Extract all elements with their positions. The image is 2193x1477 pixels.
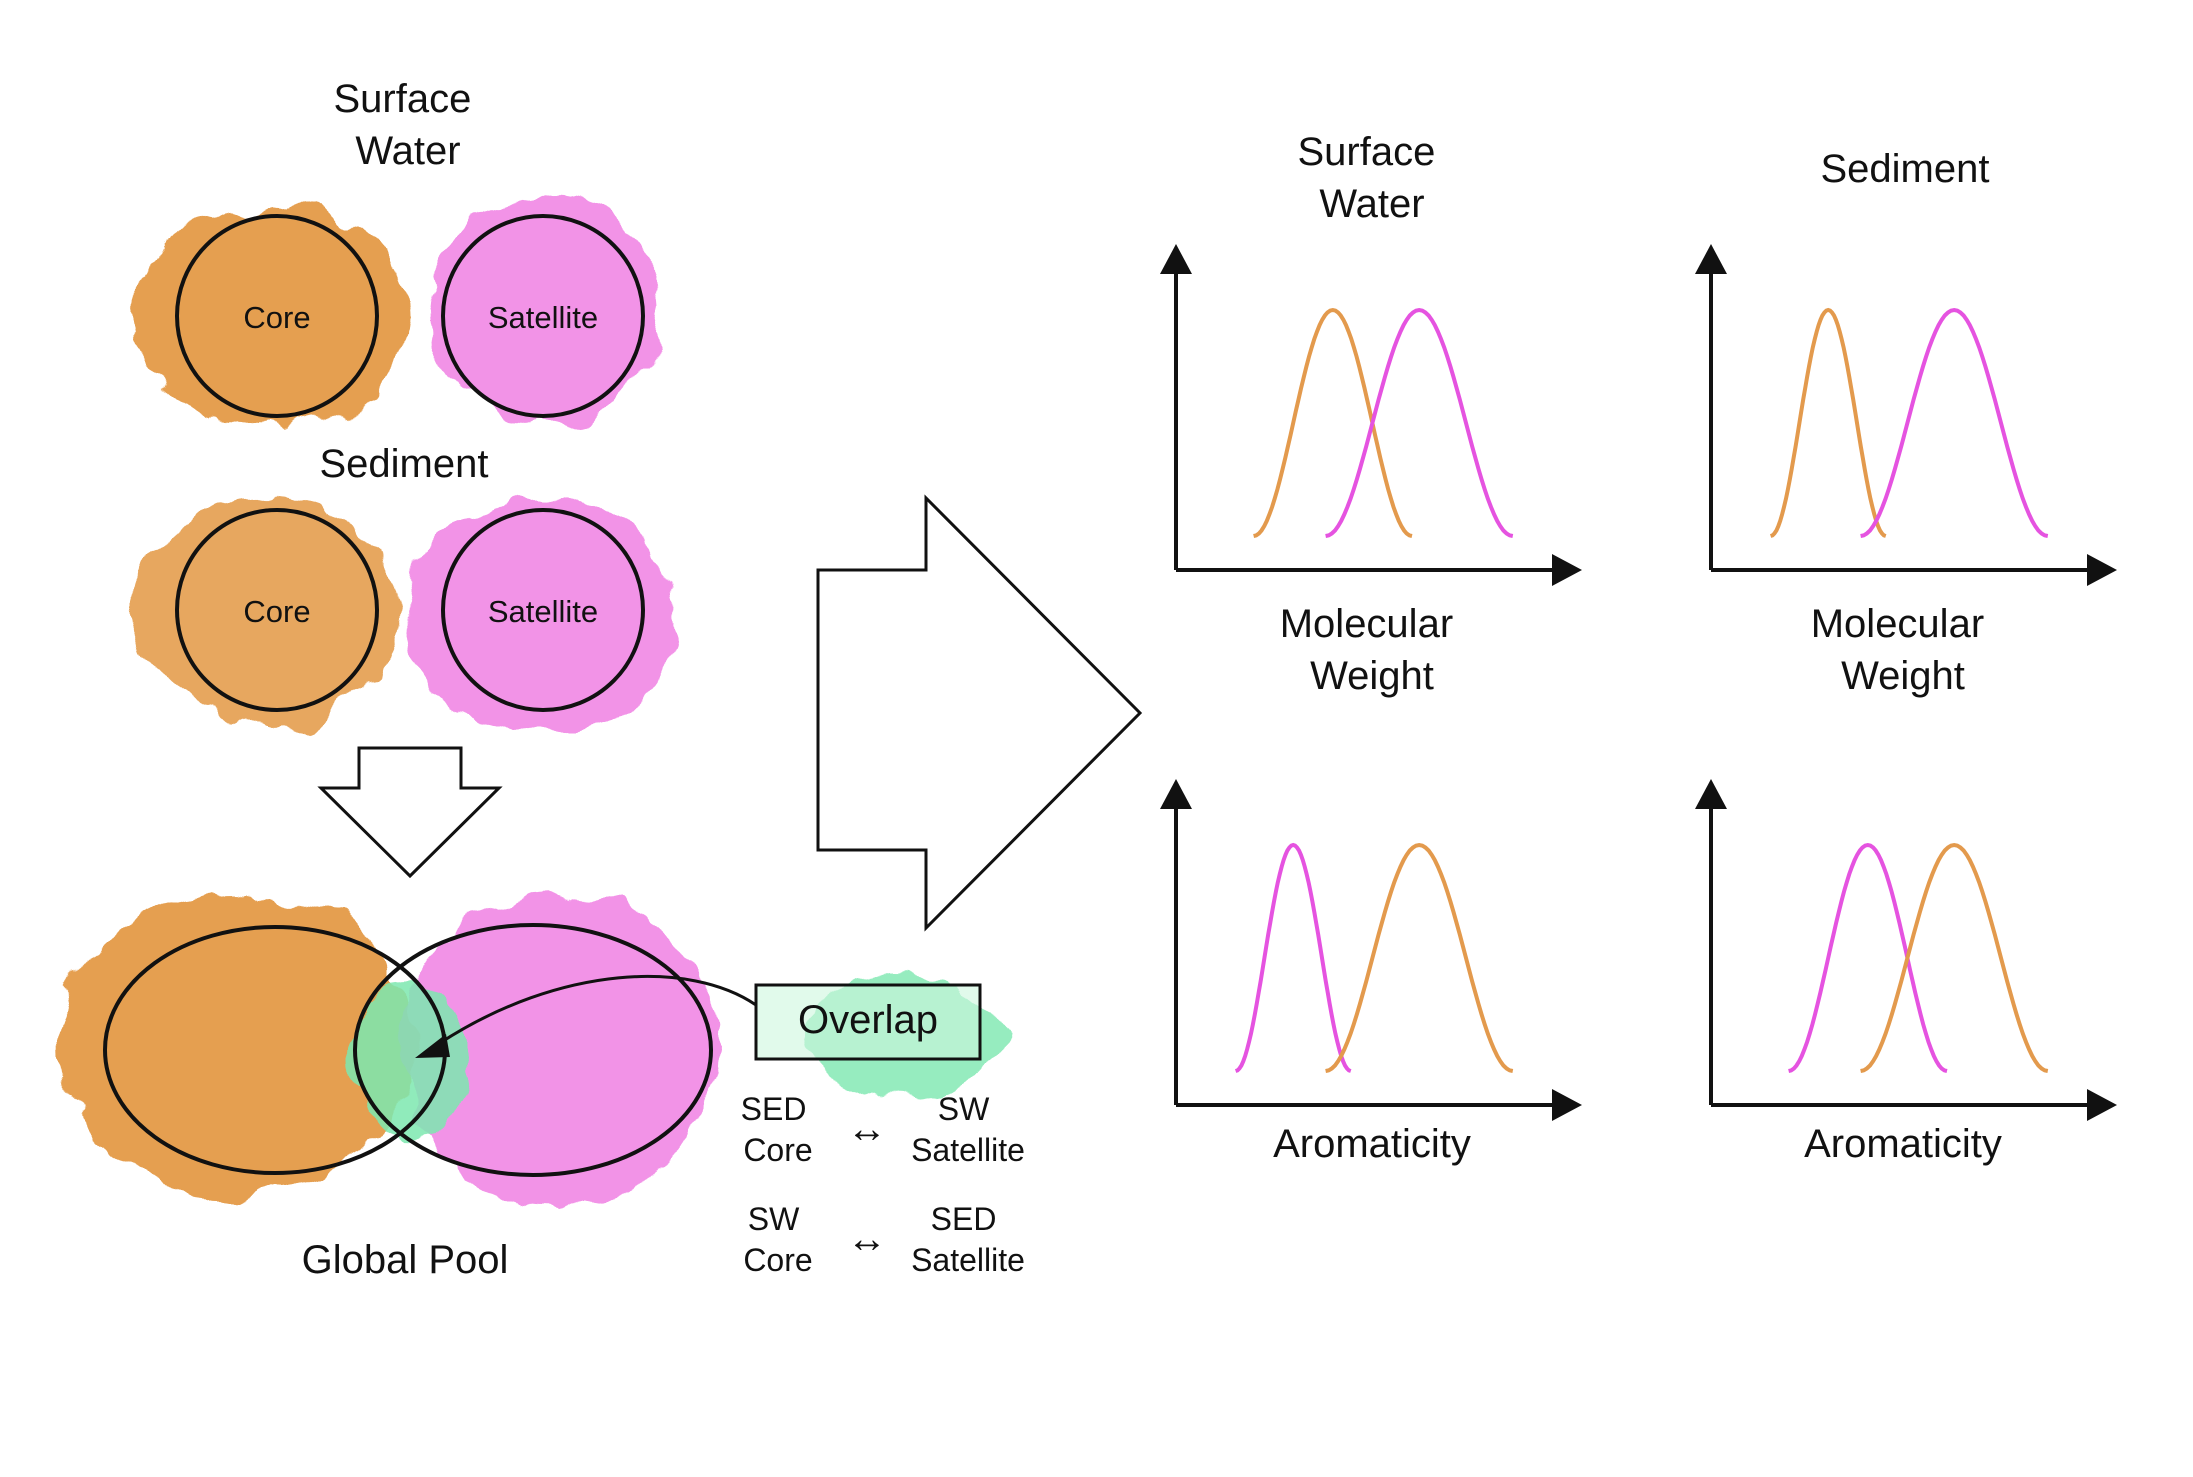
core-label: Core — [243, 594, 310, 629]
sediment-satellite: Satellite — [405, 500, 675, 736]
satellite-circle — [441, 214, 645, 418]
pair-relations: SED Core ↔ SW Satellite SW Core ↔ SED Sa… — [741, 1091, 1025, 1278]
surface-water-title: Surface Water — [334, 77, 483, 173]
right-arrow-icon — [816, 494, 1143, 932]
satellite-circle — [441, 508, 645, 712]
curve-series-1 — [1769, 307, 1887, 538]
x-axis-arrow-icon — [2087, 1089, 2117, 1121]
surface-water-satellite: Satellite — [425, 198, 665, 422]
satellite-wash — [400, 895, 720, 1205]
pair-2-right: SED Satellite — [911, 1201, 1025, 1278]
curve-series-2 — [1860, 842, 2049, 1073]
overlap-callout: Overlap — [415, 974, 1000, 1102]
sediment-core: Core — [136, 497, 400, 727]
y-axis-arrow-icon — [1695, 244, 1727, 274]
core-label: Core — [243, 300, 310, 335]
curve-series-2 — [1325, 842, 1514, 1073]
curve-series-1 — [1788, 842, 1948, 1073]
curve-series-2 — [1860, 307, 2049, 538]
double-arrow-icon: ↔ — [847, 1217, 887, 1261]
y-axis-arrow-icon — [1160, 779, 1192, 809]
core-wash — [135, 206, 405, 430]
satellite-label: Satellite — [488, 594, 598, 629]
xlabel-molecular-weight-sediment: Molecular Weight — [1811, 602, 1996, 698]
column-title-sediment: Sediment — [1821, 147, 1990, 191]
curve-series-1 — [1253, 307, 1413, 538]
xlabel-aromaticity-sediment: Aromaticity — [1804, 1122, 2002, 1166]
global-pool-label: Global Pool — [302, 1238, 509, 1282]
sediment-title: Sediment — [320, 442, 489, 486]
core-wash — [136, 497, 400, 727]
satellite-label: Satellite — [488, 300, 598, 335]
global-pool-group: Global Pool — [55, 895, 720, 1282]
overlap-box — [754, 983, 982, 1061]
satellite-wash — [425, 198, 665, 422]
down-arrow-icon — [317, 746, 503, 879]
y-axis-arrow-icon — [1160, 244, 1192, 274]
y-axis-arrow-icon — [1695, 779, 1727, 809]
plot-sediment-aromaticity — [1695, 779, 2117, 1121]
global-satellite-ellipse — [353, 923, 713, 1177]
plot-surface-water-molecular-weight — [1160, 244, 1582, 586]
satellite-wash — [405, 500, 675, 736]
sediment-group: Sediment Core Satellite — [136, 442, 675, 736]
pair-2-left: SW Core — [743, 1201, 812, 1278]
double-arrow-icon: ↔ — [847, 1107, 887, 1151]
plot-sediment-molecular-weight — [1695, 244, 2117, 586]
overlap-label: Overlap — [798, 998, 938, 1042]
xlabel-aromaticity-surface-water: Aromaticity — [1273, 1122, 1471, 1166]
curve-series-1 — [1234, 842, 1352, 1073]
curve-series-2 — [1325, 307, 1514, 538]
x-axis-arrow-icon — [2087, 554, 2117, 586]
column-title-surface-water: Surface Water — [1298, 130, 1447, 226]
xlabel-molecular-weight-surface-water: Molecular Weight — [1280, 602, 1465, 698]
surface-water-core: Core — [135, 206, 405, 430]
plot-surface-water-aromaticity — [1160, 779, 1582, 1121]
pair-1-right: SW Satellite — [911, 1091, 1025, 1168]
x-axis-arrow-icon — [1552, 1089, 1582, 1121]
overlap-pointer-arrow — [439, 974, 757, 1045]
arrow-head-icon — [415, 1034, 450, 1058]
pair-1-left: SED Core — [741, 1091, 816, 1168]
core-circle — [175, 214, 379, 418]
core-circle — [175, 508, 379, 712]
x-axis-arrow-icon — [1552, 554, 1582, 586]
surface-water-group: Surface Water Core Satellite — [135, 77, 665, 430]
